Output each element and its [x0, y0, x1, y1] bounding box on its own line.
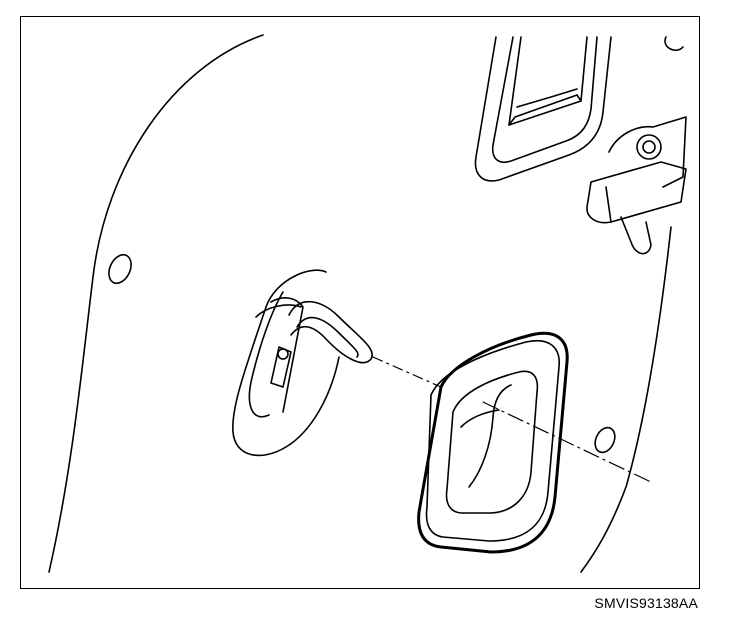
seat-latch-icon	[586, 116, 687, 255]
exploded-view-diagram	[48, 34, 687, 573]
panel-hole-right	[594, 426, 616, 454]
installation-path-lines	[372, 356, 652, 483]
tie-down-hook-icon	[232, 269, 373, 457]
figure-code: SMVIS93138AA	[594, 595, 698, 611]
hook-cover-bezel-icon	[417, 331, 569, 554]
figure-frame	[20, 16, 700, 589]
door-handle-icon	[474, 36, 612, 182]
trim-panel-icon	[48, 34, 684, 573]
panel-hole-left	[108, 253, 132, 285]
